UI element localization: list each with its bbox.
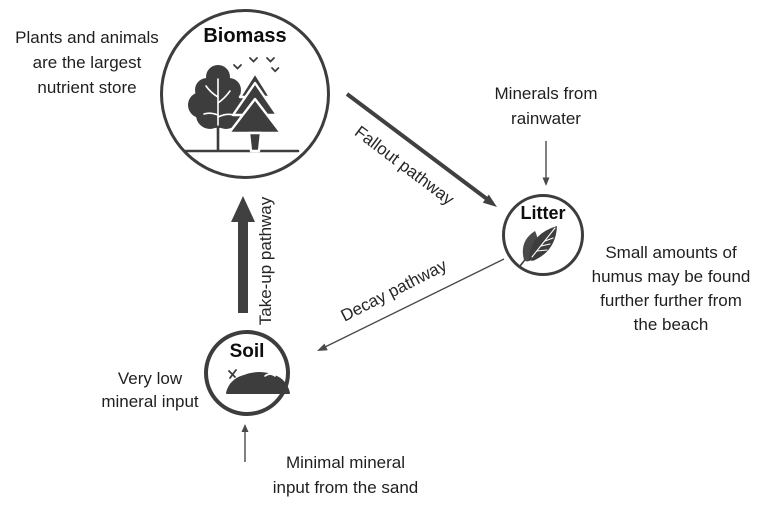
note-line: further further from [600,291,742,310]
forest-and-birds-icon [184,57,300,153]
decay-arrow [317,258,505,351]
soil-mound-icon [226,369,290,394]
note-line: Minerals from [494,84,598,103]
node-soil [204,330,290,416]
humus-note: Small amounts of humus may be found furt… [572,241,768,337]
note-line: Very low [117,369,183,388]
leaf-icon [519,226,557,267]
take-up-pathway-label: Take-up pathway [256,196,275,326]
litter-label: Litter [520,203,566,223]
rainwater-arrow [542,141,550,186]
note-line: nutrient store [37,78,137,97]
note-line: are the largest [32,53,142,72]
note-line: the beach [633,315,709,334]
sand-note: Minimal mineral input from the sand [243,450,448,500]
soil-note: Very low mineral input [72,367,228,413]
note-line: Minimal mineral [285,453,406,472]
take-up-arrow [231,196,255,313]
fallout-arrow [345,92,497,207]
rainwater-note: Minerals from rainwater [466,81,626,131]
biomass-label: Biomass [203,25,287,47]
note-line: Small amounts of [605,243,737,262]
sand-input-arrow [241,424,249,462]
note-line: humus may be found [591,267,751,286]
note-line: mineral input [101,392,199,411]
biomass-note: Plants and animals are the largest nutri… [2,25,172,100]
soil-label: Soil [229,341,265,362]
note-line: rainwater [511,109,581,128]
note-line: Plants and animals [15,28,159,47]
note-line: input from the sand [272,478,419,497]
